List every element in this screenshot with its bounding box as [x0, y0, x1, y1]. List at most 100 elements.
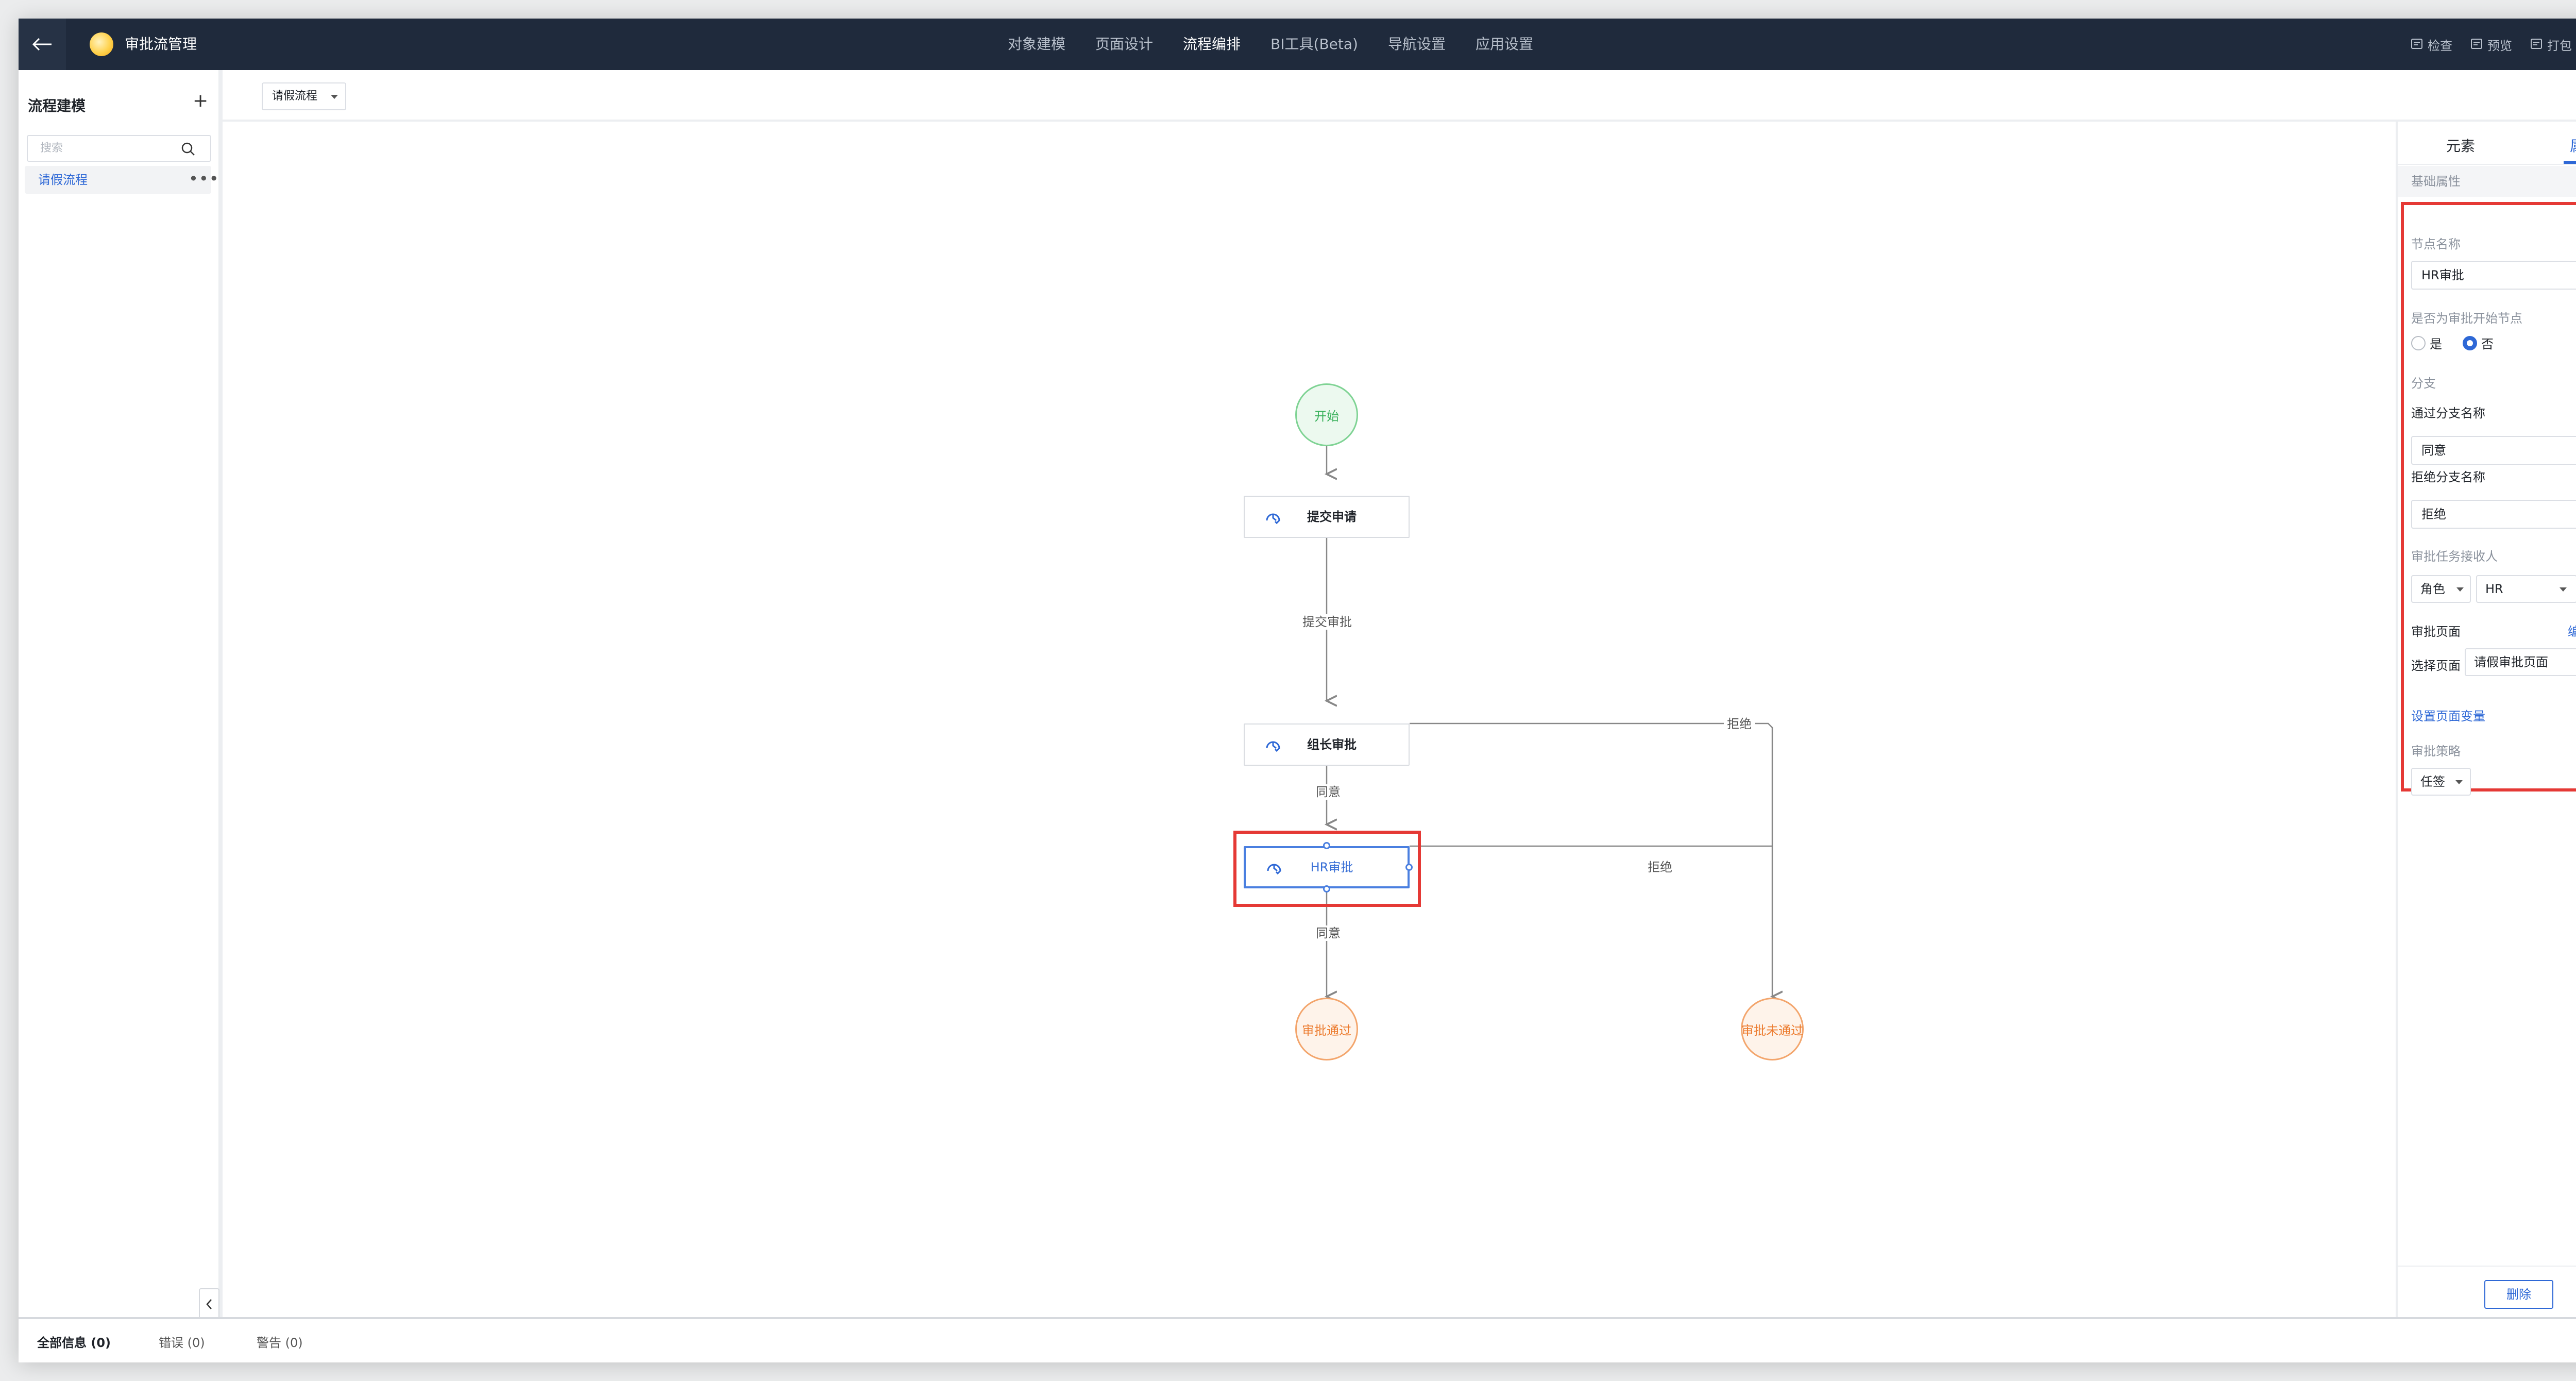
edit-page-link[interactable]: 编辑页面 — [2568, 621, 2576, 639]
check-label: 检查 — [2428, 38, 2452, 53]
nav-tab-bi-tools[interactable]: BI工具(Beta) — [1270, 36, 1358, 53]
end-node-rejected[interactable]: 审批未通过 — [1741, 998, 1804, 1060]
strategy-label: 审批策略 — [2411, 744, 2461, 759]
approval-node-icon — [1267, 864, 1282, 875]
flow-canvas[interactable]: 开始 提交申请 提交审批 组长审批 同意 拒绝 HR审批 拒绝 同意 审批通过 … — [223, 124, 2396, 1317]
section-basic-properties: 基础属性 — [2398, 166, 2576, 197]
select-page-label: 选择页面 — [2411, 659, 2461, 673]
caret-down-icon — [2560, 587, 2567, 592]
end-node-label: 审批未通过 — [1741, 1023, 1803, 1038]
node-leader-approval[interactable]: 组长审批 — [1244, 723, 1410, 766]
node-label: HR审批 — [1310, 860, 1353, 874]
node-handle-right[interactable] — [1405, 864, 1413, 871]
flow-select-value: 请假流程 — [272, 90, 318, 103]
top-actions: 检查 预览 打包 发布 — [2393, 19, 2576, 70]
strategy-value: 任签 — [2420, 774, 2445, 789]
check-doc-icon — [2411, 39, 2422, 49]
nav-tab-process-orchestration[interactable]: 流程编排 — [1183, 36, 1241, 53]
end-node-approved[interactable]: 审批通过 — [1295, 998, 1358, 1060]
collapse-sidebar-button[interactable] — [199, 1288, 219, 1320]
nav-tab-app-settings[interactable]: 应用设置 — [1475, 36, 1533, 53]
status-bar: 全部信息 (0) 错误 (0) 警告 (0) — [19, 1317, 2576, 1362]
back-arrow-icon — [32, 38, 52, 51]
receiver-value-select[interactable]: HR — [2476, 575, 2576, 603]
radio-circle-selected — [2463, 335, 2477, 350]
reject-branch-input[interactable]: 拒绝 — [2411, 500, 2576, 529]
approval-node-icon — [1266, 513, 1281, 525]
panel-tabs: 元素 属性 — [2398, 122, 2576, 165]
radio-circle — [2411, 335, 2426, 350]
chevron-left-icon — [206, 1299, 212, 1309]
sidebar-item-leave-process[interactable]: 请假流程 ••• — [25, 166, 219, 194]
tab-warnings[interactable]: 警告 (0) — [257, 1336, 303, 1350]
node-name-label: 节点名称 — [2411, 237, 2461, 251]
node-label: 提交申请 — [1307, 510, 1357, 524]
preview-button[interactable]: 预览 — [2470, 36, 2512, 54]
flow-select-dropdown[interactable]: 请假流程 — [262, 82, 346, 110]
process-sidebar: 流程建模 + 搜索 请假流程 ••• — [19, 70, 223, 1320]
receiver-type-value: 角色 — [2420, 582, 2445, 596]
sidebar-title: 流程建模 — [28, 97, 86, 114]
approval-node-icon — [1266, 741, 1281, 752]
panel-footer: 删除 — [2398, 1266, 2576, 1317]
reject-branch-label: 拒绝分支名称 — [2411, 470, 2485, 484]
set-page-variables-link[interactable]: 设置页面变量 — [2411, 709, 2485, 723]
caret-down-icon — [2455, 780, 2463, 784]
edge-label-submit: 提交审批 — [1299, 614, 1355, 630]
node-name-input[interactable]: HR审批 — [2411, 261, 2576, 290]
edge-label-agree-1: 同意 — [1313, 784, 1344, 800]
edge-label-reject-2: 拒绝 — [1645, 860, 1675, 875]
receiver-value: HR — [2485, 582, 2503, 596]
canvas-toolbar: 请假流程 — [223, 70, 2576, 122]
tab-errors[interactable]: 错误 (0) — [159, 1336, 205, 1350]
tab-all-messages[interactable]: 全部信息 (0) — [37, 1336, 111, 1350]
main-nav: 对象建模 页面设计 流程编排 BI工具(Beta) 导航设置 应用设置 — [1008, 19, 1563, 70]
radio-no[interactable]: 否 — [2463, 334, 2494, 352]
app-window: 审批流管理 对象建模 页面设计 流程编排 BI工具(Beta) 导航设置 应用设… — [19, 19, 2576, 1362]
edge-leader-reject[interactable] — [1410, 722, 1772, 997]
node-handle-bottom[interactable] — [1323, 885, 1330, 892]
receiver-type-select[interactable]: 角色 — [2411, 575, 2471, 603]
node-handle-top[interactable] — [1323, 842, 1330, 849]
properties-highlight — [2401, 202, 2576, 791]
node-label: 组长审批 — [1307, 737, 1357, 752]
tab-properties[interactable]: 属性 — [2570, 135, 2576, 156]
active-tab-indicator — [2564, 161, 2576, 164]
app-title: 审批流管理 — [125, 36, 197, 53]
pass-branch-input[interactable]: 同意 — [2411, 436, 2576, 465]
branch-label: 分支 — [2411, 376, 2436, 391]
nav-tab-page-design[interactable]: 页面设计 — [1095, 36, 1154, 53]
sidebar-item-label: 请假流程 — [38, 173, 88, 187]
search-icon[interactable] — [180, 141, 196, 157]
radio-yes[interactable]: 是 — [2411, 334, 2442, 352]
search-input[interactable]: 搜索 — [27, 135, 211, 162]
radio-yes-label: 是 — [2430, 337, 2442, 351]
tab-elements[interactable]: 元素 — [2446, 138, 2476, 155]
app-logo — [90, 32, 113, 56]
add-process-button[interactable]: + — [193, 90, 209, 111]
approval-page-label: 审批页面 — [2411, 625, 2461, 639]
top-nav-bar: 审批流管理 对象建模 页面设计 流程编排 BI工具(Beta) 导航设置 应用设… — [19, 19, 2576, 70]
start-node[interactable]: 开始 — [1295, 383, 1358, 446]
preview-doc-icon — [2471, 39, 2482, 49]
back-button[interactable] — [19, 19, 66, 70]
property-panel: 元素 属性 基础属性 节点名称 HR审批 是否为审批开始节点 是 否 分支 通过… — [2396, 122, 2576, 1317]
package-button[interactable]: 打包 — [2530, 36, 2572, 54]
edit-page-link-label: 编辑页面 — [2568, 625, 2576, 639]
nav-tab-navigation-settings[interactable]: 导航设置 — [1387, 36, 1446, 53]
receiver-label: 审批任务接收人 — [2411, 549, 2498, 564]
package-doc-icon — [2531, 39, 2542, 49]
nav-tab-object-modeling[interactable]: 对象建模 — [1008, 36, 1066, 53]
more-options-icon[interactable]: ••• — [189, 169, 219, 189]
check-button[interactable]: 检查 — [2410, 36, 2452, 54]
is-start-node-label: 是否为审批开始节点 — [2411, 311, 2522, 326]
radio-no-label: 否 — [2481, 337, 2494, 351]
delete-button[interactable]: 删除 — [2484, 1280, 2553, 1309]
node-submit-request[interactable]: 提交申请 — [1244, 496, 1410, 538]
node-hr-approval[interactable]: HR审批 — [1244, 846, 1410, 888]
flow-edges — [223, 427, 2396, 1317]
select-page-dropdown[interactable]: 请假审批页面 — [2465, 648, 2576, 676]
end-node-label: 审批通过 — [1302, 1023, 1351, 1038]
strategy-select[interactable]: 任签 — [2411, 768, 2471, 796]
edge-label-reject-1: 拒绝 — [1724, 716, 1755, 732]
